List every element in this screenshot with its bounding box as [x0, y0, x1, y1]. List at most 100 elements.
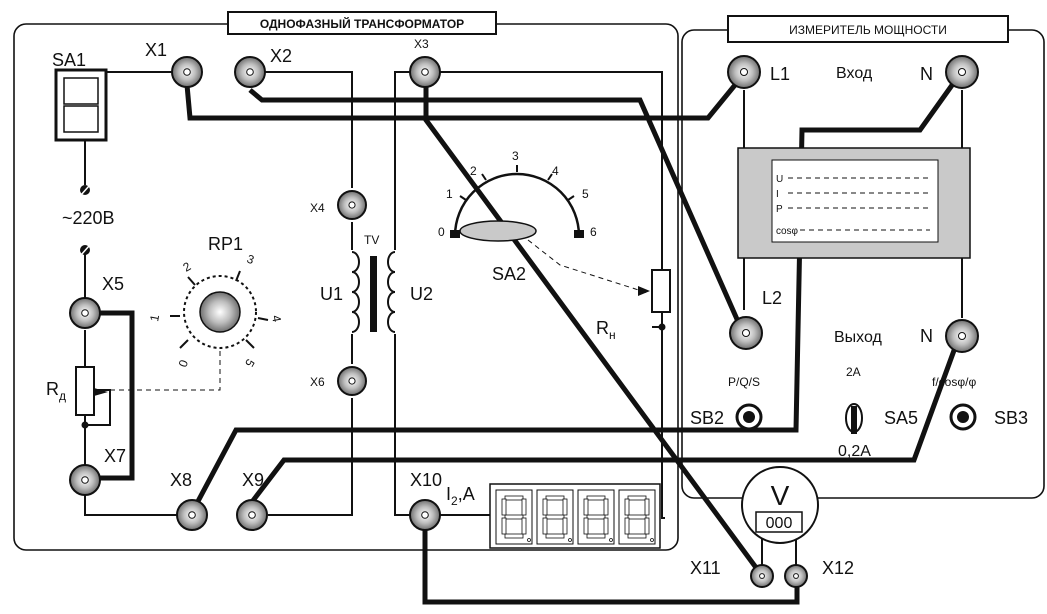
rd-label: Rд: [46, 379, 66, 403]
x2-terminal[interactable]: [234, 56, 266, 88]
supply-pin-top: [80, 185, 90, 196]
x12-label: X12: [822, 558, 854, 578]
transformer-title: ОДНОФАЗНЫЙ ТРАНСФОРМАТОР: [260, 16, 464, 31]
sb3-button[interactable]: [949, 403, 977, 431]
x2-label: X2: [270, 46, 292, 66]
rd-node: [81, 421, 89, 429]
n-output-label: N: [920, 326, 933, 346]
pm-row-u: U: [776, 174, 783, 185]
l1-label: L1: [770, 64, 790, 84]
voltmeter-reading: 000: [766, 515, 793, 532]
voltmeter-symbol: V: [771, 480, 790, 511]
tv-label: TV: [364, 233, 379, 247]
pm-display-screen: [771, 159, 939, 243]
sb3-mode-label: f/cosφ/φ: [932, 375, 976, 389]
power-meter-title: ИЗМЕРИТЕЛЬ МОЩНОСТИ: [789, 23, 947, 37]
rp1-tick-3: 3: [245, 252, 256, 268]
output-label: Выход: [834, 329, 883, 346]
sa2-link: [527, 239, 649, 294]
n-input-label: N: [920, 64, 933, 84]
tv-core: [370, 256, 377, 332]
x8-terminal[interactable]: [176, 499, 208, 531]
sa5-toggle[interactable]: [845, 403, 863, 434]
rp1-tick-2: 2: [181, 259, 194, 275]
rp1-ticks: [170, 270, 269, 349]
terminals: [69, 55, 979, 588]
transformer-title-box: [227, 11, 497, 35]
x6-label: X6: [310, 375, 325, 389]
n-output-terminal[interactable]: [945, 319, 979, 353]
sa2-tick-1: 1: [446, 187, 453, 201]
seven-segment-digit: [536, 489, 574, 545]
seven-segment-digit: [577, 489, 615, 545]
n-input-terminal[interactable]: [945, 55, 979, 89]
x12-terminal[interactable]: [784, 564, 808, 588]
rp1-tick-0: 0: [176, 358, 192, 369]
x5-terminal[interactable]: [69, 297, 101, 329]
sa5-top-label: 2A: [846, 365, 861, 379]
x3-label: X3: [414, 37, 429, 51]
sb3-label: SB3: [994, 408, 1028, 428]
x4-terminal[interactable]: [337, 190, 367, 220]
supply-pin-bottom: [80, 245, 90, 256]
x5-label: X5: [102, 274, 124, 294]
rp1-label: RP1: [208, 234, 243, 254]
tv-primary-coil: [351, 251, 360, 333]
sa2-label: SA2: [492, 264, 526, 284]
l2-terminal[interactable]: [729, 316, 763, 350]
rd-arrow: [94, 388, 108, 396]
sa1-label: SA1: [52, 50, 86, 70]
seven-segment-digits: [495, 489, 656, 545]
x7-label: X7: [104, 446, 126, 466]
sa2-tick-5: 5: [582, 187, 589, 201]
l1-terminal[interactable]: [727, 55, 761, 89]
x3-terminal[interactable]: [409, 56, 441, 88]
rp1-tick-4: 4: [269, 314, 284, 323]
jumper-wires: [90, 72, 963, 605]
supply-label: ~220В: [62, 208, 115, 228]
input-label: Вход: [836, 65, 873, 82]
x11-terminal[interactable]: [750, 564, 774, 588]
x6-terminal[interactable]: [337, 366, 367, 396]
i2-label: I2,A: [446, 484, 475, 508]
x11-label: X11: [690, 558, 721, 578]
x7-terminal[interactable]: [69, 464, 101, 496]
rp1-link: [110, 342, 221, 391]
power-meter-title-box: [727, 15, 1009, 43]
x1-terminal[interactable]: [171, 56, 203, 88]
rn-arrow: [638, 286, 650, 296]
rp1-knob[interactable]: [183, 275, 257, 349]
l2-label: L2: [762, 288, 782, 308]
x9-label: X9: [242, 470, 264, 490]
sa5-label: SA5: [884, 408, 918, 428]
sa1-switch[interactable]: [54, 68, 108, 142]
x9-terminal[interactable]: [236, 499, 268, 531]
rn-label: Rн: [596, 318, 616, 342]
u1-label: U1: [320, 284, 343, 304]
rn-node: [658, 323, 666, 331]
seven-segment-digit: [618, 489, 656, 545]
x10-terminal[interactable]: [409, 499, 441, 531]
sa2-tick-0: 0: [438, 225, 445, 239]
sa2-tick-6: 6: [590, 225, 597, 239]
sa2-dial[interactable]: [450, 165, 584, 242]
x10-label: X10: [410, 470, 442, 490]
pm-row-i: I: [776, 189, 779, 200]
tv-secondary-coil: [387, 251, 396, 333]
u2-label: U2: [410, 284, 433, 304]
x4-label: X4: [310, 201, 325, 215]
rd-resistor: [75, 366, 95, 416]
sa2-tick-3: 3: [512, 149, 519, 163]
x1-label: X1: [145, 40, 167, 60]
sa5-bottom-label: 0,2A: [838, 443, 871, 460]
rp1-tick-5: 5: [242, 357, 258, 370]
sb2-button[interactable]: [735, 403, 763, 431]
rp1-tick-1: 1: [147, 313, 162, 322]
i2-display: [489, 483, 661, 549]
voltmeter: [741, 466, 819, 544]
seven-segment-digit: [495, 489, 533, 545]
pm-row-p: P: [776, 204, 783, 215]
rn-resistor: [651, 269, 671, 313]
